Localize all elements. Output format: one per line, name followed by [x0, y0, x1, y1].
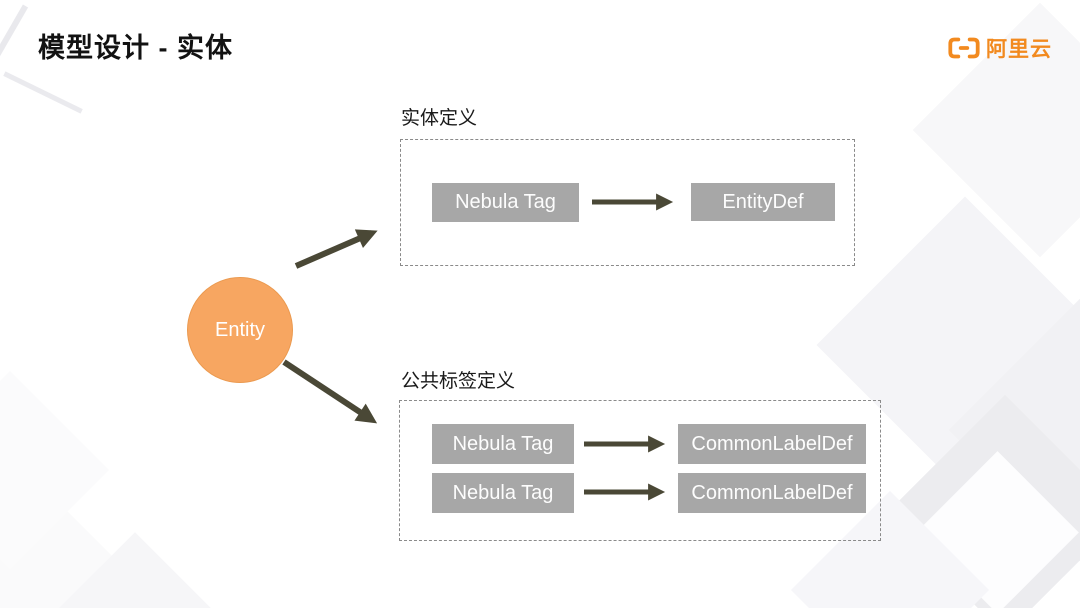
background-shape [3, 71, 83, 114]
entitydef-box: EntityDef [691, 183, 835, 221]
alibaba-cloud-logo: 阿里云 [947, 33, 1052, 63]
section-label-entity-definition: 实体定义 [401, 108, 478, 129]
nebula-tag-box: Nebula Tag [432, 424, 574, 464]
background-shape [884, 394, 1080, 608]
background-shape [57, 532, 213, 608]
background-shape [0, 468, 132, 608]
alibaba-cloud-logo-text: 阿里云 [986, 38, 1052, 61]
entity-node-label: Entity [214, 318, 266, 341]
slide-title: 模型设计 - 实体 [38, 33, 233, 63]
background-shape [0, 371, 109, 569]
commonlabeldef-box: CommonLabelDef [678, 424, 866, 464]
commonlabeldef-box: CommonLabelDef [678, 473, 866, 513]
background-shape [0, 4, 29, 86]
entity-definition-group: Nebula Tag EntityDef [400, 139, 855, 266]
alibaba-cloud-bracket-icon [948, 37, 980, 59]
arrow-entity-to-entity-def [294, 229, 378, 269]
nebula-tag-box: Nebula Tag [432, 183, 579, 222]
arrow-entity-to-common-label-def [282, 359, 378, 424]
nebula-tag-box: Nebula Tag [432, 473, 574, 513]
background-shape [916, 451, 1079, 608]
common-label-definition-group: Nebula Tag CommonLabelDef Nebula Tag Com… [399, 400, 881, 541]
entity-node: Entity [187, 277, 293, 383]
background-shape [948, 288, 1080, 572]
section-label-common-label-definition: 公共标签定义 [401, 371, 516, 392]
